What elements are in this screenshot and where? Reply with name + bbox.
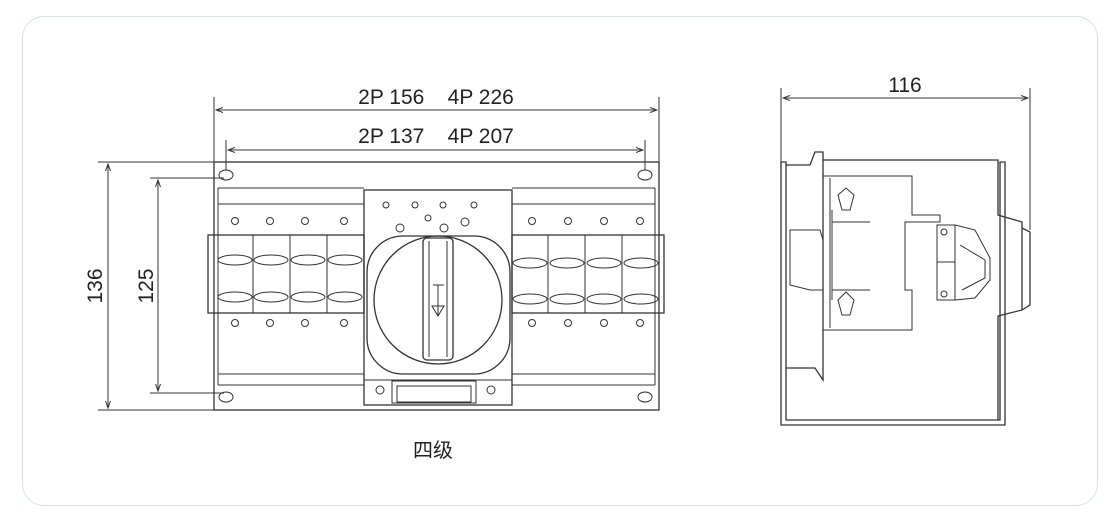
mount-hole-br [637,391,653,403]
arrow-down-icon [431,284,445,317]
mechanism-housing [363,189,513,406]
terminal-screws-bottom-left [231,319,348,327]
contacts-right [512,257,659,305]
front-view: 2P 156 4P 226 2P 137 4P 207 136 125 [84,86,665,462]
terminal-screws-top-right [528,217,644,225]
dim-top-inner: 2P 137 4P 207 [225,125,646,170]
mounting-bracket [786,151,824,383]
dim-left-inner: 125 [135,177,224,394]
side-view: 116 [780,74,1031,426]
dim-left-outer: 136 [84,161,225,411]
dim-label-top-outer: 2P 156 4P 226 [358,86,514,109]
front-view-caption: 四级 [413,438,453,462]
left-switch-body [207,187,365,386]
contacts-left [217,254,363,303]
terminal-top-side [837,187,855,211]
terminal-bottom-side [837,291,855,316]
right-switch-body [511,187,665,386]
terminal-screws-bottom-right [528,319,644,327]
dim-label-left-inner: 125 [135,268,158,303]
contact-strip-left [207,234,365,314]
dim-label-top-inner: 2P 137 4P 207 [358,125,514,148]
dim-side-top: 116 [780,74,1031,230]
center-mechanism [363,189,513,406]
mount-hole-bl [218,391,234,403]
mechanism-holes [382,201,478,233]
mount-hole-tr [637,169,653,181]
bottom-bracket [391,380,477,404]
handle-side [936,224,991,301]
mounting-plate-profile [780,161,1006,426]
rotary-dial [373,235,503,365]
dim-label-left-outer: 136 [84,268,107,303]
front-cover-edge [1021,227,1031,311]
switch-body-outline [823,159,1023,420]
terminal-screws-top-left [231,217,348,225]
dim-label-side-top: 116 [888,74,921,97]
base-plate [213,161,660,411]
mount-hole-tl [218,169,234,181]
rotary-handle [422,237,454,361]
